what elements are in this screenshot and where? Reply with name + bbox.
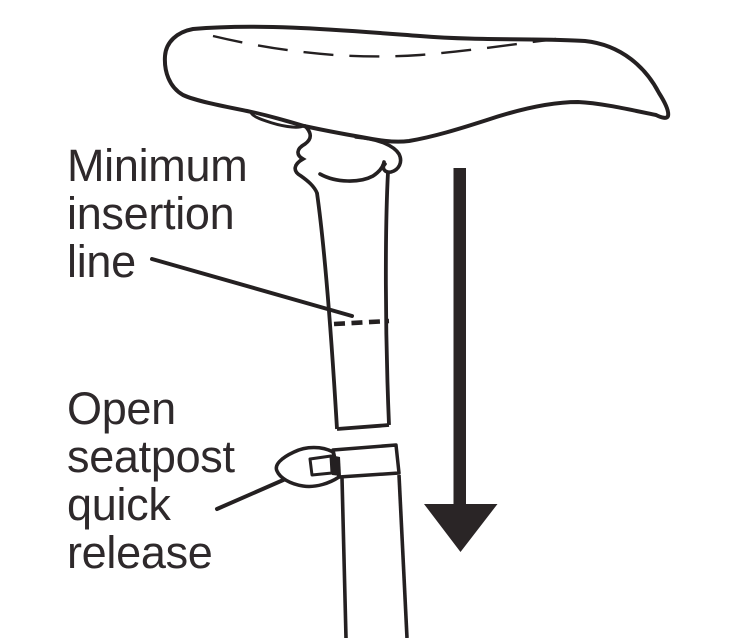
minimum-insertion-dashed-line [333,318,390,327]
label-text-line: line [67,236,136,287]
frame-tube-right-edge [397,474,409,638]
label-minimum-insertion-line: Minimum insertion line [67,140,248,287]
label-text-line: insertion [67,188,235,239]
leader-line-minimum-insertion [150,257,354,318]
saddle-seam-dashed-line [212,34,557,58]
quick-release-lever-slot [308,454,334,477]
frame-tube-left-edge [340,477,348,638]
seatpost-tube-right-edge [383,171,391,426]
seatpost-bottom-edge [336,423,390,431]
label-open-seatpost-quick-release: Open seatpost quick release [67,385,235,577]
label-text-line: quick [67,479,171,530]
frame-collar [331,443,401,479]
saddle-rail [249,110,305,129]
seatpost-clamp-left [293,124,319,195]
label-text-line: seatpost [67,431,235,482]
label-text-line: release [67,527,213,578]
label-text-line: Open [67,383,176,434]
seatpost-tube-left-edge [315,192,339,430]
saddle-outline [162,24,671,144]
seatpost-clamp-bottom [318,160,386,183]
down-arrow-icon [424,168,498,552]
seatpost-clamp-lobe [354,135,403,174]
label-text-line: Minimum [67,140,248,191]
